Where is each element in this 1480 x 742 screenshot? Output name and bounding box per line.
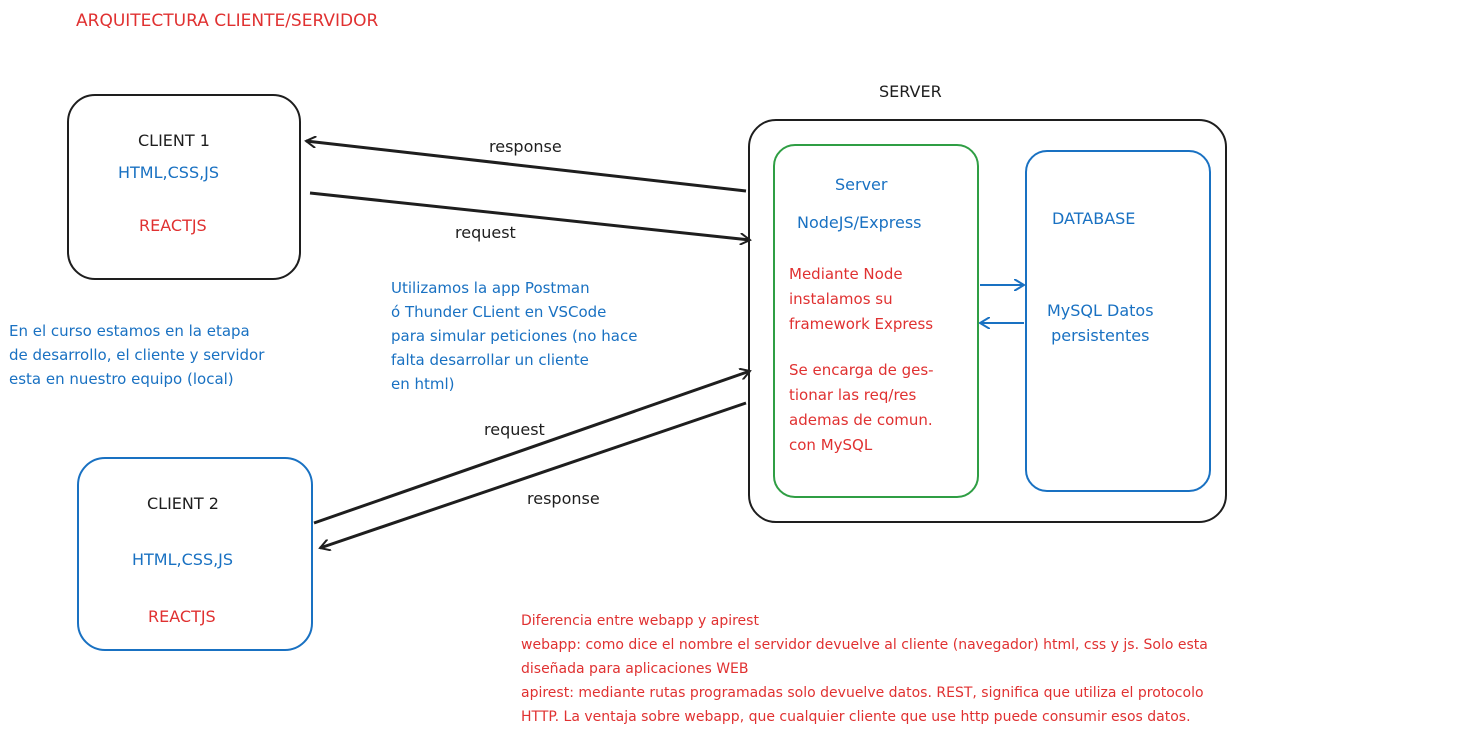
server-app-box bbox=[773, 144, 979, 498]
postman-note: Utilizamos la app Postman ó Thunder CLie… bbox=[391, 279, 638, 393]
webapp-vs-apirest-note: Diferencia entre webapp y apirest webapp… bbox=[521, 613, 1208, 725]
c1-response-label: response bbox=[489, 137, 562, 156]
server-app-title: Server bbox=[835, 175, 888, 194]
server-app-desc2: Se encarga de ges- tionar las req/res ad… bbox=[789, 361, 934, 454]
client2-box bbox=[77, 457, 313, 651]
database-desc: MySQL Datos persistentes bbox=[1047, 301, 1154, 345]
client1-name: CLIENT 1 bbox=[138, 131, 210, 150]
local-dev-note: En el curso estamos en la etapa de desar… bbox=[9, 322, 265, 388]
c1-response-arrow bbox=[306, 141, 747, 193]
c2-request-label: request bbox=[484, 420, 545, 439]
c2-response-arrow bbox=[320, 401, 747, 548]
c1-request-arrow bbox=[309, 191, 750, 240]
c2-response-label: response bbox=[527, 489, 600, 508]
client1-tech: HTML,CSS,JS bbox=[118, 163, 220, 182]
c2-request-arrow bbox=[313, 371, 750, 525]
client1-box bbox=[67, 94, 301, 280]
server-app-desc1: Mediante Node instalamos su framework Ex… bbox=[789, 265, 934, 333]
diagram-title: ARQUITECTURA CLIENTE/SERVIDOR bbox=[76, 11, 379, 31]
client2-name: CLIENT 2 bbox=[147, 494, 219, 513]
server-label: SERVER bbox=[879, 82, 942, 101]
client2-tech: HTML,CSS,JS bbox=[132, 550, 234, 569]
client2-framework: REACTJS bbox=[148, 607, 216, 626]
database-box bbox=[1025, 150, 1211, 492]
server-box bbox=[748, 119, 1227, 523]
client1-framework: REACTJS bbox=[139, 216, 207, 235]
c1-request-label: request bbox=[455, 223, 516, 242]
server-app-stack: NodeJS/Express bbox=[797, 213, 922, 232]
database-title: DATABASE bbox=[1052, 209, 1136, 228]
